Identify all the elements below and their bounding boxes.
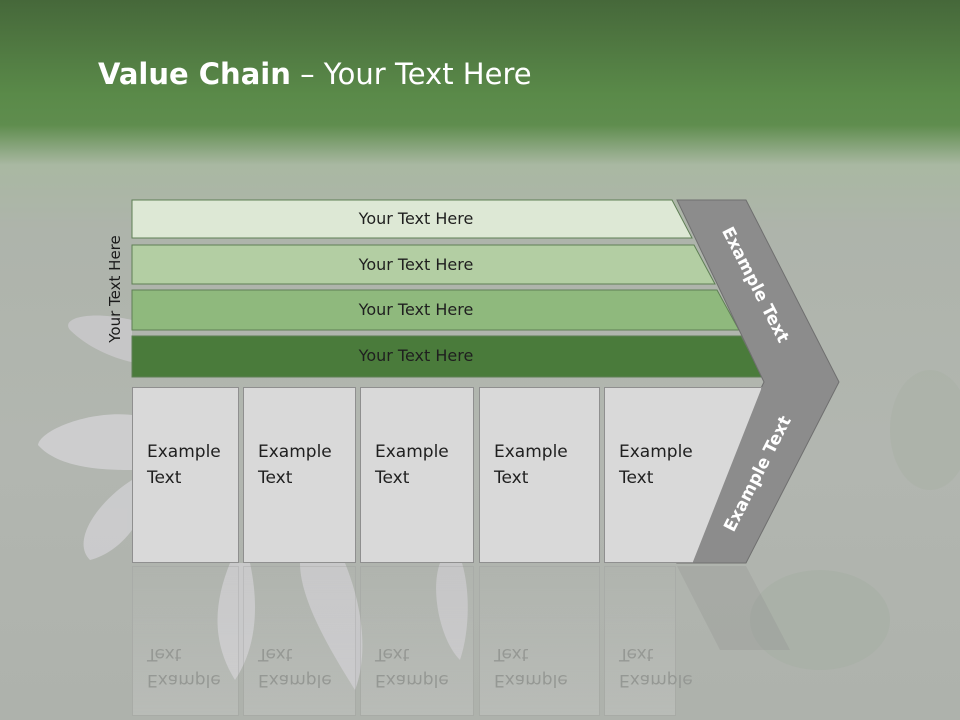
side-label: Your Text Here: [106, 235, 124, 343]
bar-label-4: Your Text Here: [358, 346, 474, 365]
bar-label-3: Your Text Here: [358, 300, 474, 319]
reflection-text: Example Text: [619, 644, 693, 690]
bar-label-1: Your Text Here: [358, 209, 474, 228]
box-reflection: Example Text: [360, 566, 474, 716]
slide-title: Value Chain – Your Text Here: [98, 52, 532, 96]
example-box-text: Example Text: [375, 442, 449, 488]
example-box-3: Example Text: [360, 387, 474, 563]
stacked-bars: [131, 199, 764, 378]
example-box-1: Example Text: [132, 387, 239, 563]
chevron-reflection: [677, 566, 790, 650]
example-box-4: Example Text: [479, 387, 600, 563]
reflection-text: Example Text: [494, 644, 568, 690]
value-chain-bar-2: [131, 244, 716, 285]
reflection-text: Example Text: [375, 644, 449, 690]
reflection-text: Example Text: [147, 644, 221, 690]
box-reflection: Example Text: [604, 566, 693, 716]
title-bold: Value Chain: [98, 57, 291, 91]
box-reflection: Example Text: [243, 566, 356, 716]
chevron-arrow: [676, 199, 840, 564]
example-box-text: Example Text: [619, 442, 693, 488]
reflection-text: Example Text: [258, 644, 332, 690]
example-box-2: Example Text: [243, 387, 356, 563]
water-lily-background-image: [38, 315, 960, 690]
bar-label-2: Your Text Here: [358, 255, 474, 274]
example-box-text: Example Text: [147, 442, 221, 488]
value-chain-bar-1: [131, 199, 693, 239]
box-reflection: Example Text: [132, 566, 239, 716]
example-box-text: Example Text: [258, 442, 332, 488]
title-rest: – Your Text Here: [290, 57, 532, 91]
box-reflection: Example Text: [479, 566, 600, 716]
example-box-text: Example Text: [494, 442, 568, 488]
